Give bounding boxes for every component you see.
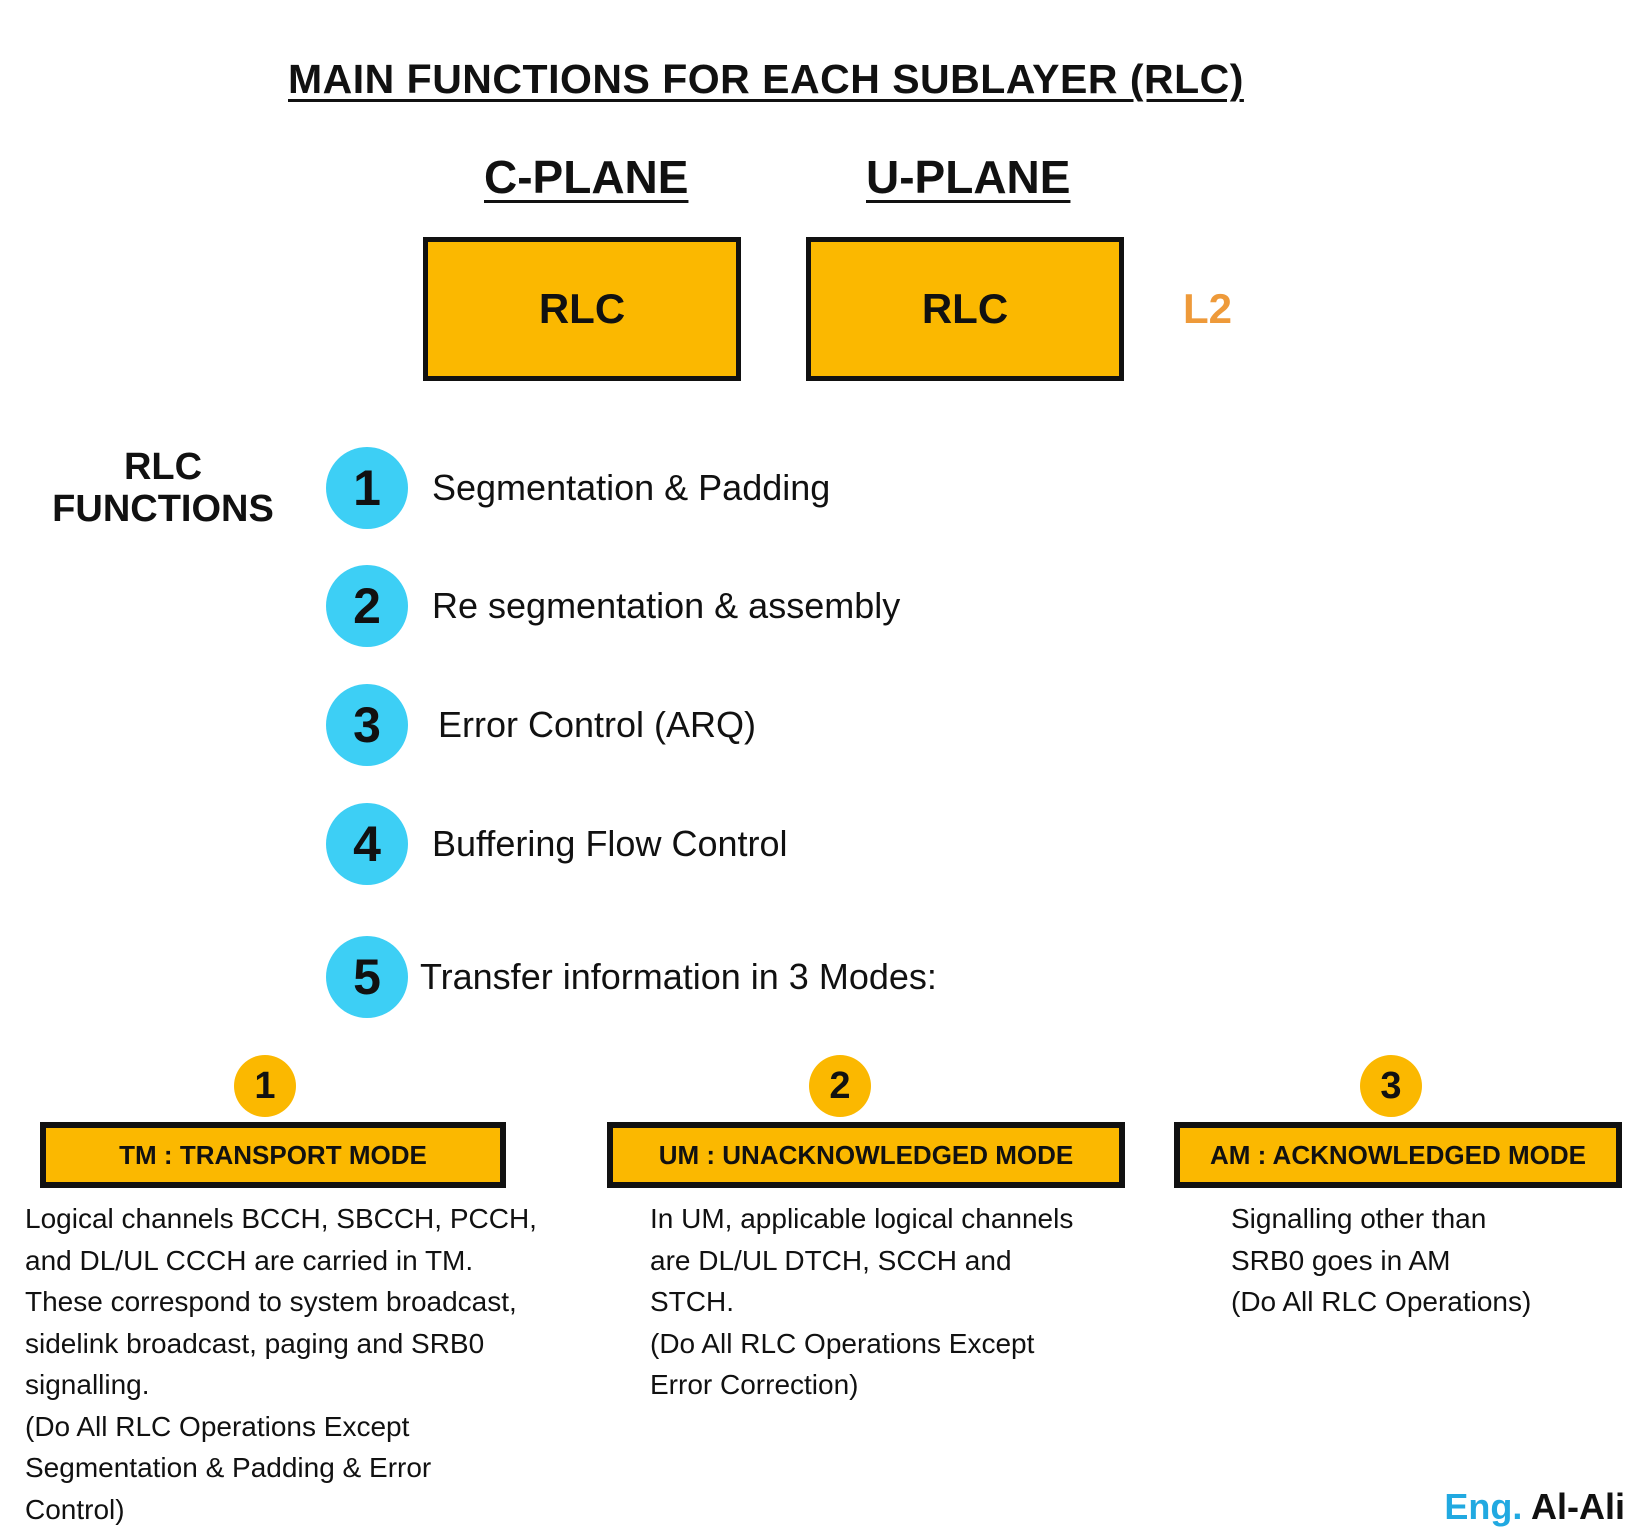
function-text: Buffering Flow Control — [432, 823, 788, 864]
mode-description-am: Signalling other than SRB0 goes in AM (D… — [1231, 1198, 1531, 1323]
signature-prefix: Eng. — [1444, 1486, 1523, 1527]
description-line: These correspond to system broadcast, — [25, 1286, 517, 1317]
number-badge: 1 — [326, 447, 408, 529]
c-plane-rlc-label: RLC — [538, 285, 626, 332]
function-text: Error Control (ARQ) — [438, 704, 757, 745]
function-item: 1 Segmentation & Padding — [326, 447, 830, 529]
description-line: In UM, applicable logical channels — [650, 1203, 1074, 1234]
description-line: sidelink broadcast, paging and SRB0 — [25, 1327, 485, 1359]
description-line: (Do All RLC Operations Except — [25, 1410, 410, 1442]
mode-number-badge: 3 — [1360, 1055, 1422, 1117]
description-line: and DL/UL CCCH are carried in TM. — [25, 1244, 474, 1276]
u-plane-rlc-box: RLC — [806, 237, 1124, 381]
layer-label: L2 — [1183, 285, 1233, 332]
description-line: STCH. — [650, 1286, 734, 1317]
mode-box-tm: TM : TRANSPORT MODE — [40, 1122, 506, 1188]
mode-number-badge: 1 — [234, 1055, 296, 1117]
page-title: MAIN FUNCTIONS FOR EACH SUBLAYER (RLC) — [288, 56, 1244, 102]
functions-heading-line2: FUNCTIONS — [52, 488, 274, 530]
function-item: 5 Transfer information in 3 Modes: — [326, 936, 937, 1018]
description-line: Segmentation & Padding & Error — [25, 1452, 432, 1483]
function-item: 4 Buffering Flow Control — [326, 803, 788, 885]
function-item: 2 Re segmentation & assembly — [326, 565, 900, 647]
u-plane-rlc-label: RLC — [921, 285, 1009, 332]
mode-title: TM : TRANSPORT MODE — [119, 1139, 427, 1170]
functions-heading: RLC FUNCTIONS — [38, 446, 288, 530]
description-line: Error Correction) — [650, 1369, 859, 1400]
description-line: are DL/UL DTCH, SCCH and — [650, 1244, 1012, 1276]
u-plane-label: U-PLANE — [866, 151, 1071, 203]
mode-number-badge: 2 — [809, 1055, 871, 1117]
function-text: Segmentation & Padding — [432, 467, 831, 508]
function-text: Re segmentation & assembly — [432, 585, 901, 626]
description-line: Signalling other than — [1231, 1203, 1487, 1234]
c-plane-rlc-box: RLC — [423, 237, 741, 381]
number-badge: 4 — [326, 803, 408, 885]
description-line: Control) — [25, 1493, 125, 1525]
function-item: 3 Error Control (ARQ) — [326, 684, 756, 766]
description-line: Logical channels BCCH, SBCCH, PCCH, — [25, 1203, 537, 1234]
mode-box-um: UM : UNACKNOWLEDGED MODE — [607, 1122, 1125, 1188]
mode-description-tm: Logical channels BCCH, SBCCH, PCCH, and … — [25, 1198, 537, 1530]
mode-title: UM : UNACKNOWLEDGED MODE — [658, 1139, 1074, 1170]
c-plane-label: C-PLANE — [484, 151, 689, 203]
mode-description-um: In UM, applicable logical channels are D… — [650, 1198, 1073, 1406]
functions-heading-line1: RLC — [123, 446, 203, 488]
mode-title: AM : ACKNOWLEDGED MODE — [1209, 1139, 1586, 1170]
description-line: signalling. — [25, 1369, 150, 1400]
description-line: (Do All RLC Operations Except — [650, 1327, 1035, 1359]
number-badge: 5 — [326, 936, 408, 1018]
number-badge: 3 — [326, 684, 408, 766]
description-line: (Do All RLC Operations) — [1231, 1286, 1532, 1317]
function-text: Transfer information in 3 Modes: — [420, 956, 937, 997]
mode-box-am: AM : ACKNOWLEDGED MODE — [1174, 1122, 1622, 1188]
description-line: SRB0 goes in AM — [1231, 1244, 1451, 1276]
signature-name: Al-Ali — [1531, 1486, 1625, 1527]
number-badge: 2 — [326, 565, 408, 647]
author-signature: Eng. Al-Ali — [1444, 1486, 1625, 1528]
